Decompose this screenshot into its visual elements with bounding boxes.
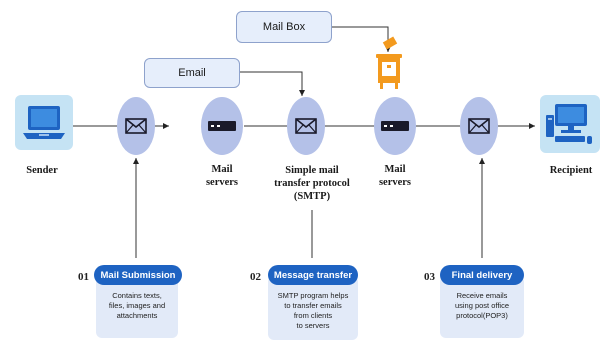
envelope-icon bbox=[468, 118, 490, 134]
server-icon bbox=[381, 121, 409, 131]
laptop-icon bbox=[23, 105, 65, 139]
envelope-icon bbox=[125, 118, 147, 134]
envelope-icon bbox=[295, 118, 317, 134]
step-description-line: to servers bbox=[296, 321, 330, 330]
recipient-caption: Recipient bbox=[549, 165, 593, 176]
desktop-computer-icon bbox=[546, 104, 592, 144]
envelope-node-2 bbox=[287, 97, 325, 155]
recipient-device bbox=[540, 95, 600, 153]
smtp-caption: Simple mail transfer protocol (SMTP) bbox=[266, 164, 358, 203]
mail-box-label: Mail Box bbox=[236, 11, 332, 43]
step-description-line: files, images and bbox=[108, 301, 166, 310]
step-card-1: Contains texts, files, images and attach… bbox=[96, 276, 178, 338]
sender-device bbox=[15, 95, 73, 150]
arrow-email-label bbox=[238, 71, 305, 96]
envelope-node-1 bbox=[117, 97, 155, 155]
step-card-2: SMTP program helps to transfer emails fr… bbox=[268, 276, 358, 340]
step-description-line: protocol(POP3) bbox=[456, 311, 508, 320]
caption-line: Mail bbox=[384, 164, 406, 175]
mail-servers-caption-1: Mail servers bbox=[190, 163, 254, 189]
caption-line: Mail bbox=[211, 164, 233, 175]
mailbox-graphic bbox=[370, 36, 408, 94]
caption-line: servers bbox=[205, 177, 239, 188]
step-description-line: Receive emails bbox=[456, 291, 508, 300]
step-description-line: to transfer emails bbox=[284, 301, 342, 310]
server-icon bbox=[208, 121, 236, 131]
caption-line: Simple mail bbox=[285, 165, 339, 176]
step-card-3: Receive emails using post office protoco… bbox=[440, 276, 524, 338]
mail-servers-caption-2: Mail servers bbox=[363, 163, 427, 189]
mailbox-icon bbox=[376, 36, 402, 89]
caption-line: servers bbox=[378, 177, 412, 188]
step-title-2: Message transfer bbox=[268, 265, 358, 285]
step-title-3: Final delivery bbox=[440, 265, 524, 285]
caption-line: (SMTP) bbox=[293, 191, 331, 202]
step-description-line: SMTP program helps bbox=[277, 291, 349, 300]
step-description-line: attachments bbox=[116, 311, 158, 320]
step-number-1: 01 bbox=[78, 271, 89, 283]
step-description-line: using post office bbox=[454, 301, 510, 310]
step-number-3: 03 bbox=[424, 271, 435, 283]
sender-caption: Sender bbox=[26, 165, 58, 176]
mail-server-node-1 bbox=[201, 97, 243, 155]
caption-line: transfer protocol bbox=[274, 178, 350, 189]
step-number-2: 02 bbox=[250, 271, 261, 283]
step-description-line: Contains texts, bbox=[112, 291, 162, 300]
mail-server-node-2 bbox=[374, 97, 416, 155]
email-label: Email bbox=[144, 58, 240, 88]
step-title-1: Mail Submission bbox=[94, 265, 182, 285]
step-description-line: from clients bbox=[293, 311, 333, 320]
envelope-node-3 bbox=[460, 97, 498, 155]
